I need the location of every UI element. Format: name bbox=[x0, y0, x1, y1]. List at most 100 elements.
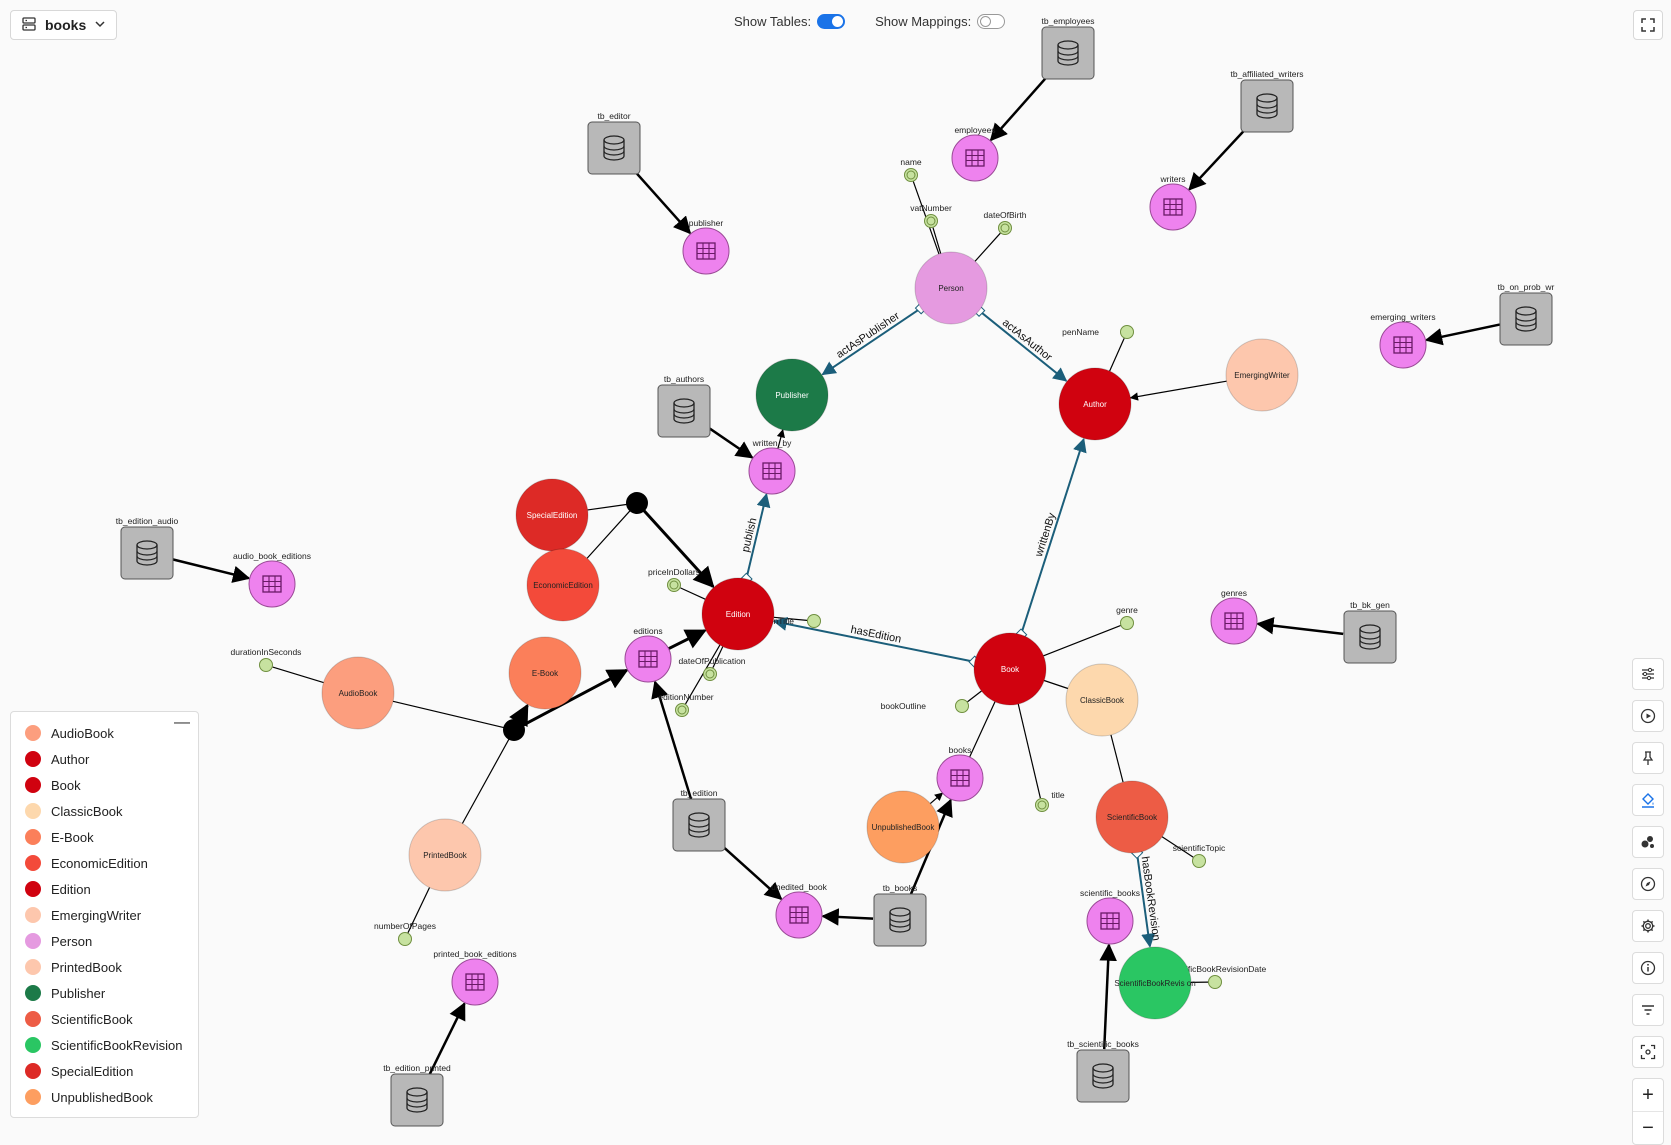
database-node[interactable]: tb_edition_audio bbox=[116, 516, 179, 579]
attribute-node[interactable]: title bbox=[1036, 790, 1065, 812]
database-node[interactable]: tb_employees bbox=[1042, 16, 1095, 79]
legend-item[interactable]: EmergingWriter bbox=[25, 902, 198, 928]
legend-item[interactable]: ClassicBook bbox=[25, 798, 198, 824]
class-node[interactable]: UnpublishedBook bbox=[867, 791, 939, 863]
gear-button[interactable] bbox=[1632, 910, 1664, 942]
attribute-node[interactable]: name bbox=[900, 157, 922, 182]
class-node[interactable]: Publisher bbox=[756, 359, 828, 431]
database-node[interactable]: tb_editor bbox=[588, 111, 640, 174]
attribute-node[interactable]: penName bbox=[1062, 326, 1133, 339]
legend-label: SpecialEdition bbox=[51, 1064, 133, 1079]
legend-item[interactable]: ScientificBook bbox=[25, 1006, 198, 1032]
attribute-node[interactable]: vatNumber bbox=[910, 203, 952, 228]
attribute-node[interactable]: durationInSeconds bbox=[231, 647, 302, 672]
table-node[interactable]: audio_book_editions bbox=[233, 551, 311, 607]
pin-button[interactable] bbox=[1632, 742, 1664, 774]
paint-button[interactable] bbox=[1632, 784, 1664, 816]
database-node[interactable]: tb_on_prob_wr bbox=[1498, 282, 1555, 345]
database-icon bbox=[21, 16, 37, 35]
database-node[interactable]: tb_authors bbox=[658, 374, 710, 437]
table-node[interactable]: books bbox=[937, 745, 983, 801]
class-node[interactable]: PrintedBook bbox=[409, 819, 481, 891]
table-node[interactable]: unedited_book bbox=[771, 882, 828, 938]
info-button[interactable] bbox=[1632, 952, 1664, 984]
fullscreen-button[interactable] bbox=[1633, 10, 1663, 40]
class-node[interactable]: AudioBook bbox=[322, 657, 394, 729]
legend-item[interactable]: E-Book bbox=[25, 824, 198, 850]
relation-edge[interactable] bbox=[1021, 439, 1084, 634]
database-node[interactable]: tb_books bbox=[874, 883, 926, 946]
relation-edge[interactable] bbox=[979, 311, 1066, 381]
table-node[interactable]: genres bbox=[1211, 588, 1257, 644]
table-node[interactable]: editions bbox=[625, 626, 671, 682]
database-node[interactable]: tb_affiliated_writers bbox=[1230, 69, 1303, 132]
settings-sliders-button[interactable] bbox=[1632, 658, 1664, 690]
show-mappings-toggle[interactable] bbox=[977, 14, 1005, 29]
database-node[interactable]: tb_edition_printed bbox=[383, 1063, 451, 1126]
table-node[interactable]: written_by bbox=[749, 438, 795, 494]
legend-item[interactable]: ScientificBookRevision bbox=[25, 1032, 198, 1058]
hierarchy-hub-node[interactable] bbox=[503, 719, 525, 741]
mapping-edge bbox=[173, 559, 248, 578]
legend-color-dot bbox=[25, 1037, 41, 1053]
class-node[interactable]: EmergingWriter bbox=[1226, 339, 1298, 411]
compass-button[interactable] bbox=[1632, 868, 1664, 900]
zoom-out-button[interactable]: − bbox=[1633, 1111, 1663, 1144]
attribute-node[interactable]: numberOfPages bbox=[374, 921, 436, 946]
legend-item[interactable]: Book bbox=[25, 772, 198, 798]
legend-item[interactable]: SpecialEdition bbox=[25, 1058, 198, 1084]
database-node[interactable]: tb_bk_gen bbox=[1344, 600, 1396, 663]
class-node[interactable]: SpecialEdition bbox=[516, 479, 588, 551]
class-node[interactable]: ScientificBookRevis on bbox=[1114, 947, 1195, 1019]
center-view-button[interactable] bbox=[1632, 1036, 1664, 1068]
legend-item[interactable]: Edition bbox=[25, 876, 198, 902]
attribute-node[interactable]: dateOfPublication bbox=[678, 656, 745, 681]
play-button[interactable] bbox=[1632, 700, 1664, 732]
class-node[interactable]: EconomicEdition bbox=[527, 549, 599, 621]
relation-edge[interactable] bbox=[823, 308, 921, 374]
table-node[interactable]: scientific_books bbox=[1080, 888, 1140, 944]
table-node[interactable]: employees bbox=[952, 125, 998, 181]
filter-button[interactable] bbox=[1632, 994, 1664, 1026]
database-label: tb_editor bbox=[597, 111, 630, 121]
attribute-node[interactable]: scientificTopic bbox=[1173, 843, 1226, 868]
class-node[interactable]: ClassicBook bbox=[1066, 664, 1138, 736]
table-node[interactable]: printed_book_editions bbox=[433, 949, 516, 1005]
table-node[interactable]: emerging_writers bbox=[1370, 312, 1435, 368]
legend-item[interactable]: UnpublishedBook bbox=[25, 1084, 198, 1110]
attribute-node[interactable]: bookOutline bbox=[881, 700, 969, 713]
attribute-node[interactable]: dateOfBirth bbox=[984, 210, 1027, 235]
legend-color-dot bbox=[25, 829, 41, 845]
database-selector[interactable]: books bbox=[10, 10, 117, 40]
database-node[interactable]: tb_edition bbox=[673, 788, 725, 851]
class-node[interactable]: ScientificBook bbox=[1096, 781, 1168, 853]
right-toolbar: + − bbox=[1632, 658, 1668, 1145]
class-node[interactable]: Book bbox=[974, 633, 1046, 705]
database-node[interactable]: tb_scientific_books bbox=[1067, 1039, 1139, 1102]
class-node[interactable]: Author bbox=[1059, 368, 1131, 440]
attribute-node[interactable]: priceInDollars bbox=[648, 567, 700, 592]
attribute-node[interactable]: editionNumber bbox=[658, 692, 713, 717]
attribute-label: vatNumber bbox=[910, 203, 952, 213]
legend-item[interactable]: PrintedBook bbox=[25, 954, 198, 980]
legend-item[interactable]: Author bbox=[25, 746, 198, 772]
legend-item[interactable]: AudioBook bbox=[25, 720, 198, 746]
zoom-in-button[interactable]: + bbox=[1633, 1079, 1663, 1111]
legend-collapse-button[interactable]: — bbox=[174, 714, 190, 732]
class-node[interactable]: Person bbox=[915, 252, 987, 324]
legend-item[interactable]: EconomicEdition bbox=[25, 850, 198, 876]
legend-item[interactable]: Person bbox=[25, 928, 198, 954]
hierarchy-hub-node[interactable] bbox=[626, 492, 648, 514]
info-icon bbox=[1640, 960, 1656, 976]
cluster-button[interactable] bbox=[1632, 826, 1664, 858]
class-node[interactable]: Edition bbox=[702, 578, 774, 650]
class-node[interactable]: E-Book bbox=[509, 637, 581, 709]
class-label: Publisher bbox=[775, 391, 809, 400]
table-node[interactable]: publisher bbox=[683, 218, 729, 274]
table-node[interactable]: writers bbox=[1150, 174, 1196, 230]
show-tables-toggle[interactable] bbox=[817, 14, 845, 29]
link-edge bbox=[1111, 735, 1123, 782]
legend-item[interactable]: Publisher bbox=[25, 980, 198, 1006]
